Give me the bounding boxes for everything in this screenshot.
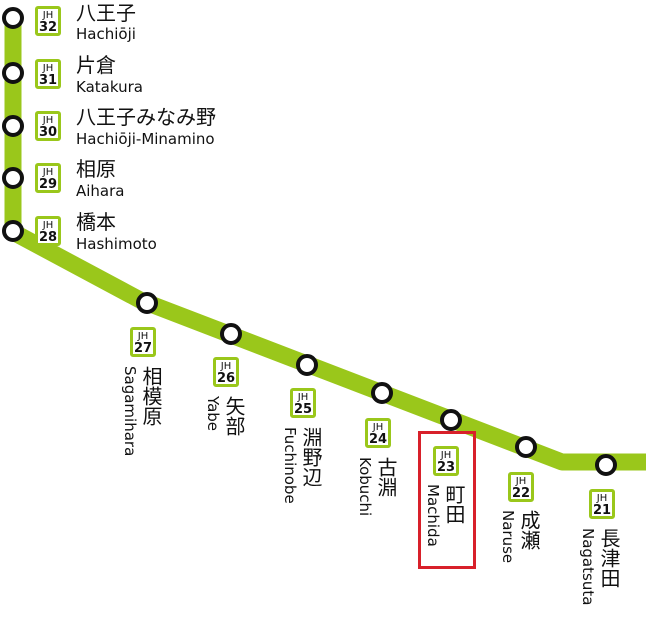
- station-number-badge: JH 21: [589, 489, 615, 519]
- station-dot-jh28[interactable]: [2, 220, 24, 242]
- station-name-ja: 相模原: [139, 366, 163, 426]
- line-code: JH: [42, 10, 54, 21]
- station-name-en: Naruse: [499, 510, 517, 564]
- station-number: 25: [293, 402, 313, 417]
- station-name-ja: 成瀬: [517, 510, 541, 550]
- station-number: 21: [592, 503, 612, 518]
- station-dot-jh27[interactable]: [136, 292, 158, 314]
- station-number-badge: JH 27: [130, 327, 156, 357]
- station-dot-jh22[interactable]: [515, 436, 537, 458]
- station-name-ja: 片倉: [76, 53, 116, 77]
- station-number-badge: JH 30: [35, 111, 61, 141]
- current-station-highlight: [418, 431, 476, 569]
- station-number-badge: JH 24: [365, 418, 391, 448]
- station-number-badge: JH 26: [213, 357, 239, 387]
- station-name-ja: 淵野辺: [299, 427, 323, 487]
- station-name-en: Hachiōji: [76, 25, 136, 43]
- station-dot-jh29[interactable]: [2, 167, 24, 189]
- station-name-en: Katakura: [76, 78, 143, 96]
- station-number: 31: [38, 73, 58, 88]
- line-code: JH: [515, 476, 527, 487]
- station-name-en: Hachiōji-Minamino: [76, 130, 215, 148]
- line-code: JH: [42, 167, 54, 178]
- station-number: 28: [38, 230, 58, 245]
- station-name-ja: 長津田: [597, 528, 621, 588]
- station-name-en: Nagatsuta: [579, 528, 597, 606]
- station-number-badge: JH 31: [35, 59, 61, 89]
- station-dot-jh25[interactable]: [296, 354, 318, 376]
- station-number: 22: [511, 486, 531, 501]
- station-number-badge: JH 29: [35, 163, 61, 193]
- station-number: 29: [38, 177, 58, 192]
- line-code: JH: [220, 361, 232, 372]
- station-name-ja: 橋本: [76, 210, 116, 234]
- station-number: 26: [216, 371, 236, 386]
- station-name-ja: 八王子: [76, 1, 136, 25]
- station-number-badge: JH 23: [433, 446, 459, 476]
- station-name-ja: 矢部: [222, 396, 246, 436]
- station-dot-jh21[interactable]: [595, 454, 617, 476]
- station-name-en: Aihara: [76, 182, 125, 200]
- station-number: 23: [436, 460, 456, 475]
- station-number: 30: [38, 125, 58, 140]
- station-name-en: Kobuchi: [356, 457, 374, 517]
- station-dot-jh31[interactable]: [2, 62, 24, 84]
- station-name-en: Hashimoto: [76, 235, 157, 253]
- line-code: JH: [297, 392, 309, 403]
- station-number-badge: JH 25: [290, 388, 316, 418]
- station-name-ja: 古淵: [374, 457, 398, 497]
- line-code: JH: [42, 220, 54, 231]
- station-number: 32: [38, 20, 58, 35]
- station-dot-jh32[interactable]: [2, 7, 24, 29]
- line-code: JH: [42, 115, 54, 126]
- station-name-en: Sagamihara: [121, 366, 139, 457]
- station-number-badge: JH 28: [35, 216, 61, 246]
- station-number-badge: JH 32: [35, 6, 61, 36]
- station-number: 24: [368, 432, 388, 447]
- station-dot-jh30[interactable]: [2, 115, 24, 137]
- station-number: 27: [133, 341, 153, 356]
- line-code: JH: [372, 422, 384, 433]
- line-code: JH: [596, 493, 608, 504]
- station-name-ja: 相原: [76, 157, 116, 181]
- station-name-en: Fuchinobe: [281, 427, 299, 504]
- line-code: JH: [440, 450, 452, 461]
- station-dot-jh24[interactable]: [371, 382, 393, 404]
- line-code: JH: [137, 331, 149, 342]
- line-code: JH: [42, 63, 54, 74]
- station-name-en: Yabe: [204, 396, 222, 432]
- station-name-ja: 八王子みなみ野: [76, 105, 216, 129]
- station-number-badge: JH 22: [508, 472, 534, 502]
- station-dot-jh26[interactable]: [220, 323, 242, 345]
- station-dot-jh23[interactable]: [440, 409, 462, 431]
- station-name-ja: 町田: [442, 484, 466, 524]
- station-name-en: Machida: [424, 484, 442, 547]
